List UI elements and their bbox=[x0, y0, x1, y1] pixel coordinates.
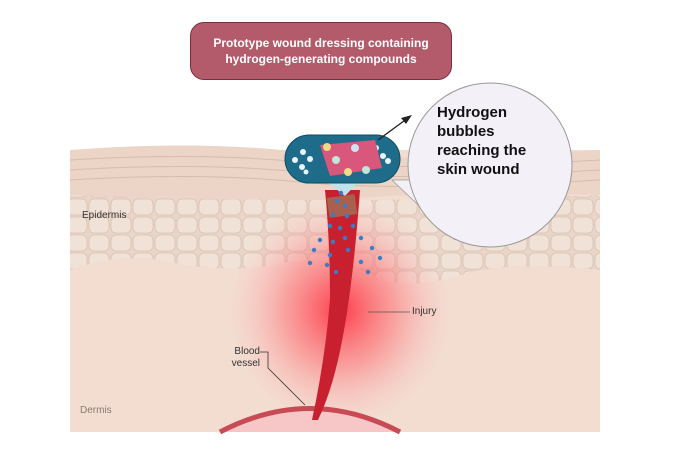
callout-bubble bbox=[407, 82, 573, 248]
dermis-label: Dermis bbox=[80, 405, 112, 416]
epidermis-label: Epidermis bbox=[82, 210, 127, 221]
arrow-head-icon bbox=[401, 115, 412, 124]
hydrogen-bubbles bbox=[307, 190, 383, 275]
wound-channel bbox=[312, 190, 360, 420]
callout-text: Hydrogen bubbles reaching the skin wound bbox=[437, 104, 527, 178]
blood-vessel bbox=[218, 406, 402, 435]
title-box: Prototype wound dressing containing hydr… bbox=[190, 22, 452, 80]
vessel-leader bbox=[260, 351, 306, 406]
injury-label: Injury bbox=[412, 306, 437, 317]
blood-vessel-label: Blood vessel bbox=[231, 346, 260, 369]
arrow-line bbox=[377, 117, 409, 141]
wound-tissue bbox=[326, 194, 358, 218]
